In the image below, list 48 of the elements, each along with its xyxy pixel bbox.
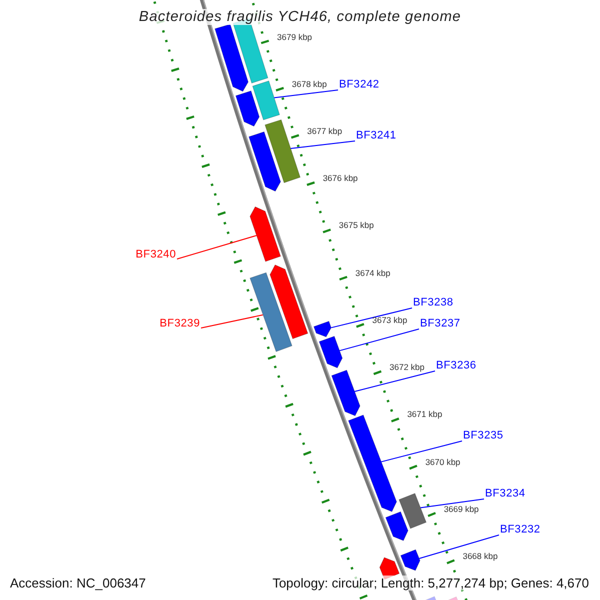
gene-feature	[250, 206, 281, 262]
gene-feature	[264, 119, 301, 184]
scale-label: 3676 kbp	[322, 173, 358, 184]
gene-feature	[214, 24, 249, 92]
gene-label: BF3232	[500, 524, 540, 536]
gene-feature	[270, 264, 308, 340]
gene-feature	[250, 272, 292, 352]
scale-label: 3675 kbp	[338, 220, 374, 230]
gene-label: BF3235	[463, 430, 504, 442]
scale-label: 3673 kbp	[372, 314, 408, 325]
leader-line	[176, 235, 257, 260]
scale-label: 3677 kbp	[307, 126, 342, 136]
scale-label: 3670 kbp	[425, 456, 460, 467]
gene-label: BF3241	[356, 130, 396, 142]
gene-feature	[385, 511, 408, 541]
gene-feature	[248, 131, 281, 192]
gene-feature	[252, 80, 280, 120]
gene-feature	[331, 370, 360, 416]
scale-label: 3678 kbp	[292, 78, 327, 89]
leader-line	[418, 534, 500, 559]
gene-label: BF3239	[160, 318, 200, 330]
leader-line	[274, 90, 338, 98]
gene-label: BF3238	[413, 296, 454, 310]
gene-feature	[398, 493, 427, 529]
gene-feature	[348, 414, 397, 512]
scale-label: 3674 kbp	[355, 268, 390, 278]
info-text: Topology: circular; Length: 5,277,274 bp; Genes: 4,670	[272, 576, 589, 590]
gene-feature	[313, 320, 332, 338]
leader-line	[200, 314, 264, 328]
scale-label: 3669 kbp	[444, 504, 479, 514]
scale-label: 3672 kbp	[390, 362, 424, 372]
leader-line	[420, 498, 484, 508]
gene-label: BF3237	[420, 318, 460, 330]
leader-line	[330, 308, 412, 328]
gene-label: BF3234	[485, 488, 526, 500]
scale-label: 3671 kbp	[407, 409, 442, 420]
scale-label: 3679 kbp	[277, 32, 312, 42]
leader-line	[290, 140, 356, 149]
gene-feature	[235, 90, 260, 127]
gene-feature	[400, 549, 420, 571]
gene-label: BF3240	[136, 248, 176, 262]
gene-label: BF3242	[339, 78, 380, 92]
scale-label: 3668 kbp	[462, 551, 498, 562]
leader-line	[339, 328, 420, 352]
leader-line	[354, 370, 436, 392]
info-text: Accession: NC_006347	[10, 576, 146, 590]
gene-label: BF3236	[436, 360, 476, 372]
leader-line	[380, 440, 462, 462]
